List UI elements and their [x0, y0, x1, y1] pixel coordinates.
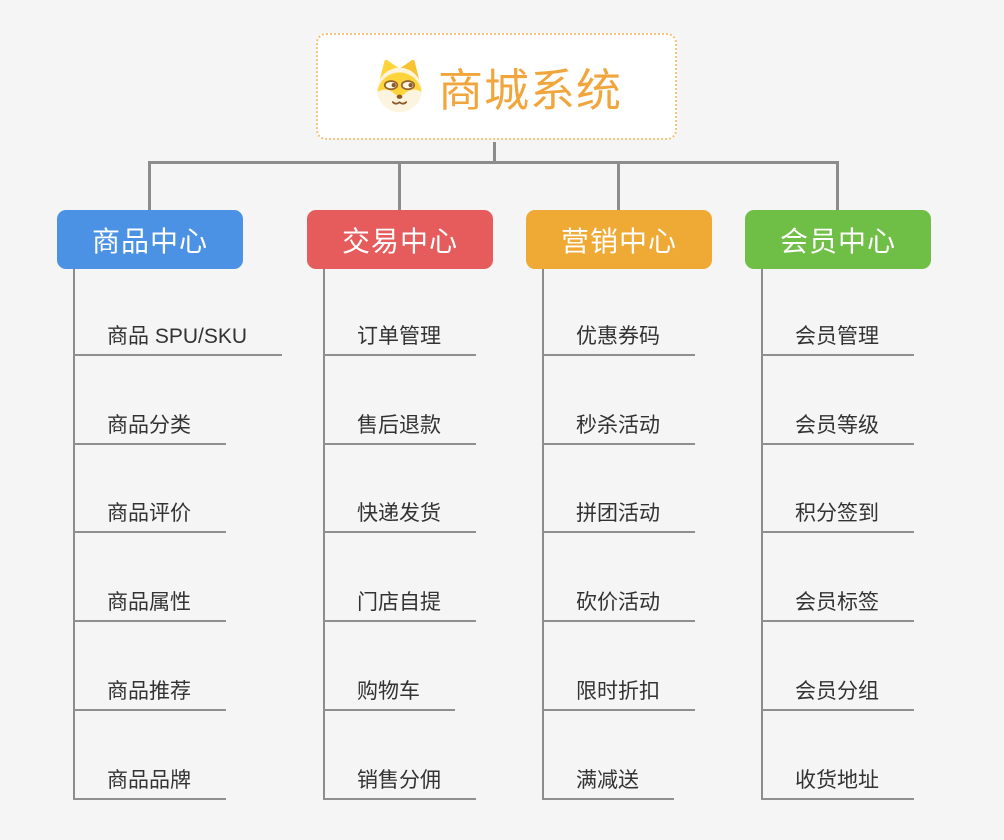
leaf-node[interactable]: 会员等级: [761, 409, 914, 445]
leaf-node[interactable]: 砍价活动: [542, 586, 695, 622]
branch-label: 商品中心: [91, 225, 208, 257]
branch-node-member-center[interactable]: 会员中心: [745, 210, 931, 269]
leaf-node[interactable]: 快递发货: [323, 497, 476, 533]
connector-drop-trade: [398, 161, 401, 210]
children-column-member: 会员管理 会员等级 积分签到 会员标签 会员分组 收货地址: [761, 269, 996, 800]
connector-drop-member: [836, 161, 839, 210]
leaf-node[interactable]: 购物车: [323, 675, 455, 711]
branch-node-product-center[interactable]: 商品中心: [57, 210, 243, 269]
leaf-node[interactable]: 商品属性: [73, 586, 226, 622]
root-title: 商城系统: [437, 65, 622, 116]
children-column-marketing: 优惠券码 秒杀活动 拼团活动 砍价活动 限时折扣 满减送: [542, 269, 777, 800]
leaf-node[interactable]: 秒杀活动: [542, 409, 695, 445]
branch-node-marketing-center[interactable]: 营销中心: [526, 210, 712, 269]
leaf-node[interactable]: 会员分组: [761, 675, 914, 711]
leaf-node[interactable]: 限时折扣: [542, 675, 695, 711]
shiba-dog-icon: [377, 59, 422, 113]
branch-node-trade-center[interactable]: 交易中心: [307, 210, 493, 269]
leaf-node[interactable]: 积分签到: [761, 497, 914, 533]
leaf-node[interactable]: 订单管理: [323, 320, 476, 356]
leaf-node[interactable]: 商品推荐: [73, 675, 226, 711]
column-spine-line: [323, 269, 325, 800]
leaf-node[interactable]: 售后退款: [323, 409, 476, 445]
leaf-node[interactable]: 商品评价: [73, 497, 226, 533]
leaf-node[interactable]: 商品品牌: [73, 764, 226, 800]
leaf-node[interactable]: 拼团活动: [542, 497, 695, 533]
leaf-node[interactable]: 销售分佣: [323, 764, 476, 800]
leaf-node[interactable]: 优惠券码: [542, 320, 695, 356]
leaf-node[interactable]: 收货地址: [761, 764, 914, 800]
column-spine-line: [542, 269, 544, 800]
branch-label: 交易中心: [341, 225, 458, 257]
leaf-node[interactable]: 商品分类: [73, 409, 226, 445]
leaf-node[interactable]: 会员标签: [761, 586, 914, 622]
root-node-mall-system[interactable]: 商城系统: [316, 33, 677, 140]
children-column-product: 商品 SPU/SKU 商品分类 商品评价 商品属性 商品推荐 商品品牌: [73, 269, 308, 800]
connector-drop-product: [148, 161, 151, 210]
connector-trunk-line: [148, 161, 839, 164]
children-column-trade: 订单管理 售后退款 快递发货 门店自提 购物车 销售分佣: [323, 269, 558, 800]
leaf-node[interactable]: 商品 SPU/SKU: [73, 320, 283, 356]
connector-drop-marketing: [617, 161, 620, 210]
leaf-node[interactable]: 满减送: [542, 764, 674, 800]
column-spine-line: [73, 269, 75, 800]
column-spine-line: [761, 269, 763, 800]
branch-label: 营销中心: [560, 225, 677, 257]
leaf-node[interactable]: 会员管理: [761, 320, 914, 356]
branch-label: 会员中心: [779, 225, 896, 257]
leaf-node[interactable]: 门店自提: [323, 586, 476, 622]
connector-root-drop: [493, 142, 496, 163]
